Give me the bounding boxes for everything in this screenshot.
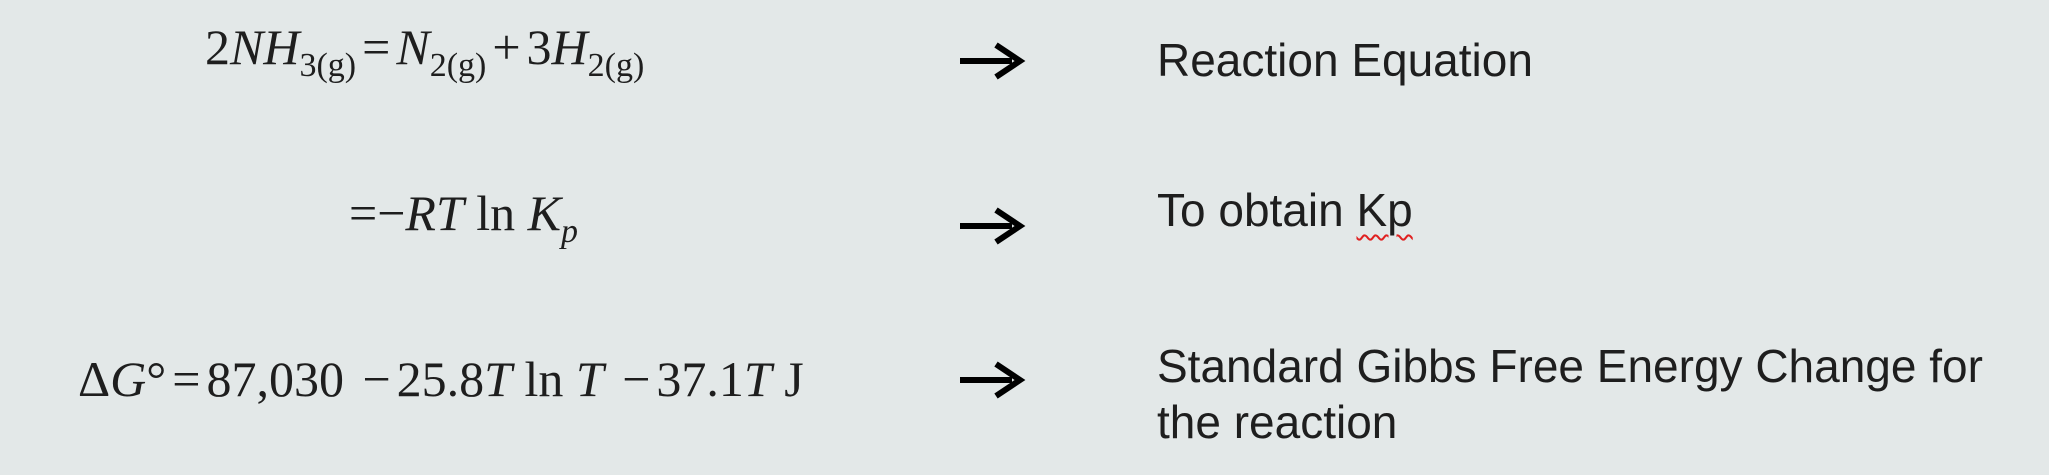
reaction-equation: 2NH3(g)=N2(g)+3H2(g) bbox=[205, 19, 644, 83]
equals-sign: = bbox=[362, 19, 391, 75]
subscript: p bbox=[561, 213, 579, 250]
subscript: 2(g) bbox=[587, 47, 645, 84]
equals-sign: = bbox=[172, 351, 201, 407]
coefficient-b: 37.1 bbox=[656, 351, 744, 407]
minus-sign: − bbox=[377, 185, 406, 241]
right-arrow-icon bbox=[960, 207, 1026, 245]
unit-joules: J bbox=[784, 351, 804, 407]
delta-symbol: Δ bbox=[78, 351, 111, 407]
t-symbol: T bbox=[484, 351, 512, 407]
subscript: 3(g) bbox=[299, 47, 357, 84]
right-arrow-icon bbox=[960, 361, 1026, 399]
gibbs-label-line-1: Standard Gibbs Free Energy Change for bbox=[1157, 340, 1983, 392]
subscript: 2(g) bbox=[429, 47, 487, 84]
species-nitrogen: N bbox=[396, 19, 430, 75]
g-symbol: G bbox=[110, 351, 147, 407]
plus-sign: + bbox=[492, 19, 521, 75]
gibbs-energy-equation: ΔG°=87,030 −25.8T ln T −37.1T J bbox=[78, 354, 804, 404]
obtain-text: To obtain bbox=[1157, 184, 1357, 236]
equals-sign: = bbox=[349, 185, 378, 241]
species-hydrogen: H bbox=[551, 19, 588, 75]
constant-term: 87,030 bbox=[206, 351, 344, 407]
minus-sign: − bbox=[362, 351, 391, 407]
obtain-kp-label: To obtain Kp bbox=[1157, 182, 1413, 238]
spellcheck-flagged-word[interactable]: Kp bbox=[1356, 184, 1413, 236]
species-ammonia: NH bbox=[230, 19, 300, 75]
coefficient-a: 25.8 bbox=[396, 351, 485, 407]
right-arrow-icon bbox=[960, 42, 1026, 80]
ln-function: ln bbox=[476, 185, 516, 241]
coefficient: 2 bbox=[205, 19, 230, 75]
t-symbol: T bbox=[575, 351, 604, 407]
reaction-equation-label: Reaction Equation bbox=[1157, 34, 1533, 86]
coefficient: 3 bbox=[526, 19, 552, 75]
minus-sign: − bbox=[622, 351, 651, 407]
k-symbol: K bbox=[527, 185, 562, 241]
rt-term: RT bbox=[405, 185, 464, 241]
gibbs-energy-label: Standard Gibbs Free Energy Change for th… bbox=[1157, 338, 1983, 450]
equilibrium-expression: =−RT ln Kp bbox=[349, 185, 578, 249]
ln-function: ln bbox=[524, 351, 564, 407]
gibbs-label-line-2: the reaction bbox=[1157, 396, 1398, 448]
t-symbol: T bbox=[743, 351, 772, 407]
degree-symbol: ° bbox=[146, 351, 167, 407]
